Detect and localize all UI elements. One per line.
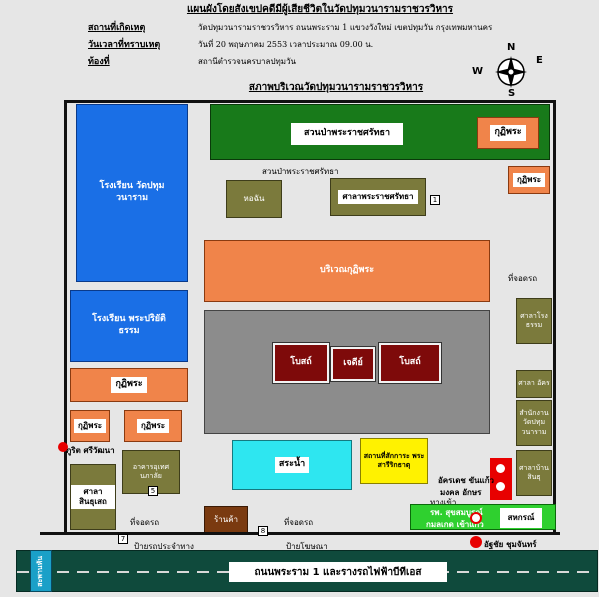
kuti-left-small: กุฏิพระ <box>70 410 110 442</box>
entrance-label: ทางเข้า <box>430 498 457 507</box>
kuti-right-small-label: กุฏิพระ <box>512 172 546 188</box>
kuti-area: บริเวณกุฏิพระ <box>204 240 490 302</box>
sala-right-2: ศาลา อัคร <box>516 370 552 398</box>
kuti-top-right: กุฏิพระ <box>477 117 539 149</box>
road-label-text: ถนนพระราม 1 และรางรถไฟฟ้าบีทีเอส <box>254 566 422 578</box>
parking-right: ที่จอดรถ <box>508 274 538 283</box>
victim-5-name: กมลเกด เข้าแก้ว <box>426 520 484 529</box>
victim-marker-1 <box>58 442 68 452</box>
sala-right-4-label: ศาลาบ้าน สินธุ <box>519 463 549 481</box>
bridge-marker: สะพานหัน <box>30 550 52 592</box>
victim-6-name: อัฐชัย ชุมจันทร์ <box>484 540 537 549</box>
kuti-left-small-2-label: กุฏิพระ <box>136 418 170 434</box>
shop: ร้านค้า <box>204 506 248 534</box>
kuti-area-label: บริเวณกุฏิพระ <box>319 265 375 276</box>
sala-right-2-label: ศาลา อัคร <box>518 379 550 388</box>
sala-building-label: ศาลาพระราชศรัทธา <box>338 189 418 205</box>
marker-7: 7 <box>118 534 128 544</box>
compass-w: W <box>472 66 484 77</box>
hall-2: อาคารอุเทศ นภาลัย <box>122 450 180 494</box>
kuti-right-small: กุฏิพระ <box>508 166 550 194</box>
victim-marker-4 <box>470 512 482 524</box>
school-2: โรงเรียน พระปริยัติธรรม <box>70 290 188 362</box>
relic-shrine: สถานที่สักการะ พระสารีริกธาตุ <box>360 438 428 484</box>
sala-sinthorn: ศาลา สินธุเสถ <box>70 464 116 530</box>
kuti-left: กุฏิพระ <box>70 368 188 402</box>
victim-4-name: รพ. สุขสมบูรณ์ <box>430 508 483 517</box>
victim-marker-5 <box>470 536 482 548</box>
billboard: ป้ายโฆษณา <box>286 542 328 551</box>
date-value: วันที่ 20 พฤษภาคม 2553 เวลาประมาณ 09.00 … <box>198 40 374 49</box>
cooperative-label: สหกรณ์ <box>507 512 535 522</box>
chedi: เจดีย์ <box>330 346 376 382</box>
main-courtyard: โบสถ์ เจดีย์ โบสถ์ <box>204 310 490 434</box>
map-title: แผนผังโดยสังเขปคดีมีผู้เสียชีวิตในวัดปทุ… <box>186 4 454 15</box>
place-value: วัดปทุมวนารามราชวรวิหาร ถนนพระราม 1 แขวง… <box>198 23 493 32</box>
ordination-hall-right: โบสถ์ <box>378 342 442 384</box>
place-label: สถานที่เกิดเหตุ <box>88 23 146 33</box>
area-value: สถานีตำรวจนครบาลปทุมวัน <box>198 57 297 66</box>
road-label: ถนนพระราม 1 และรางรถไฟฟ้าบีทีเอส <box>229 562 447 582</box>
sala-building: ศาลาพระราชศรัทธา <box>330 178 426 216</box>
parking-left: ที่จอดรถ <box>130 518 160 527</box>
parking-center: ที่จอดรถ <box>284 518 314 527</box>
pool-label: สระน้ำ <box>274 457 310 473</box>
victim-marker-2 <box>496 464 505 473</box>
chedi-label: เจดีย์ <box>343 358 363 369</box>
site-title: สภาพบริเวณวัดปทุมวนารามราชวรวิหาร <box>248 82 424 93</box>
victim-1-name: ภูริต ศรีวัฒนา <box>66 446 115 455</box>
school-1: โรงเรียน วัดปทุมวนาราม <box>76 104 188 282</box>
dining-hall: หอฉัน <box>226 180 282 218</box>
cooperative: สหกรณ์ <box>500 508 542 528</box>
sala-right-4: ศาลาบ้าน สินธุ <box>516 450 552 496</box>
sala-right-1: ศาลาโรง ธรรม <box>516 298 552 344</box>
royal-garden-label: สวนป่าพระราชศรัทธา <box>291 123 403 145</box>
date-label: วันเวลาที่ทราบเหตุ <box>88 40 161 50</box>
sala-right-1-label: ศาลาโรง ธรรม <box>520 311 548 329</box>
kuti-top-right-label: กุฏิพระ <box>490 125 526 141</box>
school-2-label: โรงเรียน พระปริยัติธรรม <box>92 314 166 336</box>
school-1-label: โรงเรียน วัดปทุมวนาราม <box>99 181 165 203</box>
bridge-label: สะพานหัน <box>36 555 45 587</box>
red-block <box>490 458 512 500</box>
hall-2-label: อาคารอุเทศ นภาลัย <box>132 462 170 480</box>
rama1-road: ถนนพระราม 1 และรางรถไฟฟ้าบีทีเอส <box>16 550 598 592</box>
royal-garden: สวนป่าพระราชศรัทธา กุฏิพระ <box>210 104 550 160</box>
kuti-left-small-2: กุฏิพระ <box>124 410 182 442</box>
victim-marker-3 <box>496 482 505 491</box>
shop-label: ร้านค้า <box>213 514 239 524</box>
front-fence <box>40 532 560 535</box>
victim-3-name: มงคล อักษร <box>440 488 482 497</box>
ordination-hall-right-label: โบสถ์ <box>399 357 421 368</box>
victim-2-name: อัครเดช ขันแก้ว <box>438 476 495 485</box>
sala-sinthorn-label: ศาลา สินธุเสถ <box>71 484 115 510</box>
ordination-hall-left: โบสถ์ <box>272 342 330 384</box>
compass-n: N <box>507 42 516 53</box>
compass-e: E <box>536 55 543 66</box>
dining-hall-label: หอฉัน <box>243 193 265 203</box>
relic-shrine-label: สถานที่สักการะ พระสารีริกธาตุ <box>363 451 425 469</box>
kuti-left-small-label: กุฏิพระ <box>73 418 107 434</box>
compass-icon: N S E W <box>472 42 544 100</box>
ordination-hall-left-label: โบสถ์ <box>290 357 312 368</box>
pool: สระน้ำ <box>232 440 352 490</box>
bus-stop: ป้ายรถประจำทาง <box>134 542 194 551</box>
sala-right-3: สำนักงาน วัดปทุม วนาราม <box>516 400 552 446</box>
marker-8: 8 <box>258 526 268 536</box>
compass-s: S <box>508 88 516 99</box>
kuti-left-label: กุฏิพระ <box>111 377 147 393</box>
marker-5: 5 <box>148 486 158 496</box>
area-label: ท้องที่ <box>88 57 110 67</box>
royal-garden-text: สวนป่าพระราชศรัทธา <box>262 167 339 176</box>
sala-right-3-label: สำนักงาน วัดปทุม วนาราม <box>519 409 549 436</box>
marker-1: 1 <box>430 195 440 205</box>
